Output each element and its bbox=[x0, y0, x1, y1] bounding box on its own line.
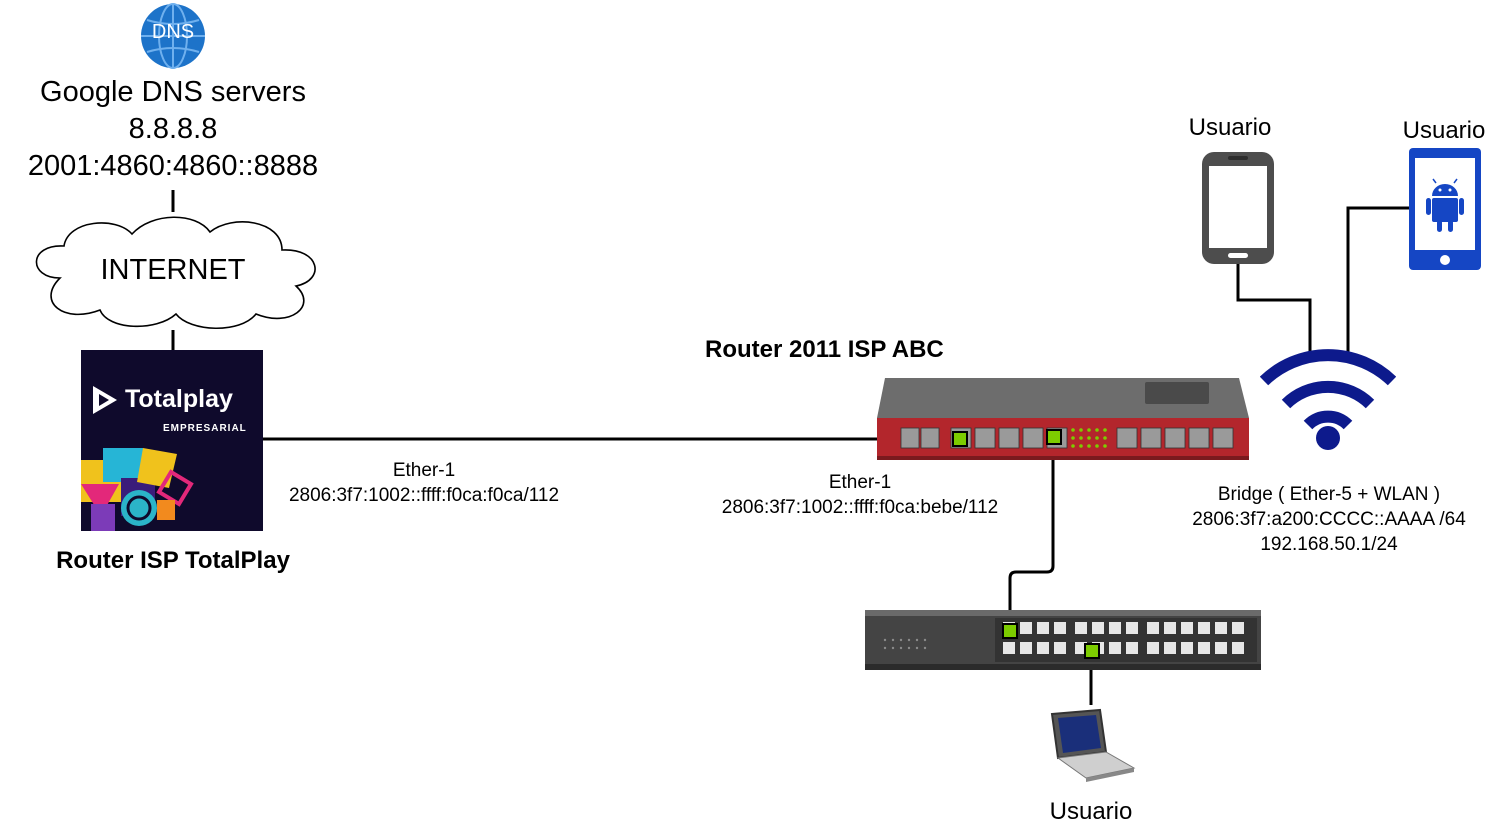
bridge-ipv6: 2806:3f7:a200:CCCC::AAAA /64 bbox=[1192, 509, 1466, 530]
totalplay-mark-icon bbox=[93, 386, 117, 414]
router-abc-iface-label: Ether-1 bbox=[828, 472, 892, 493]
dns-ipv4: 8.8.8.8 bbox=[128, 113, 218, 145]
dns-ipv6: 2001:4860:4860::8888 bbox=[27, 150, 319, 182]
internet-cloud: INTERNET bbox=[20, 210, 336, 332]
totalplay-iface-address: 2806:3f7:1002::ffff:f0ca:f0ca/112 bbox=[288, 485, 560, 506]
router-abc-device bbox=[877, 378, 1249, 460]
android-user-label: Usuario bbox=[1402, 117, 1486, 144]
network-switch bbox=[865, 610, 1261, 670]
dns-globe-icon: DNS bbox=[139, 2, 207, 70]
laptop-icon bbox=[1046, 708, 1136, 782]
phone-to-wifi-line bbox=[1236, 258, 1312, 362]
smartphone-icon bbox=[1202, 152, 1274, 264]
android-phone-icon bbox=[1409, 148, 1481, 270]
wifi-icon bbox=[1259, 345, 1397, 451]
router-abc-iface-address: 2806:3f7:1002::ffff:f0ca:bebe/112 bbox=[721, 497, 999, 518]
dns-icon-label: DNS bbox=[151, 21, 195, 43]
internet-label: INTERNET bbox=[100, 254, 246, 286]
dns-title: Google DNS servers bbox=[40, 76, 306, 108]
totalplay-logo-sub: EMPRESARIAL bbox=[163, 423, 247, 434]
totalplay-router-logo: Totalplay EMPRESARIAL bbox=[81, 350, 263, 531]
android-to-wifi-line bbox=[1346, 206, 1412, 358]
router-abc-title: Router 2011 ISP ABC bbox=[705, 336, 944, 363]
router-to-switch-line bbox=[1008, 436, 1055, 632]
laptop-user-label: Usuario bbox=[1049, 798, 1133, 825]
totalplay-iface-label: Ether-1 bbox=[392, 460, 456, 481]
totalplay-pattern-graphic bbox=[81, 448, 194, 531]
bridge-label: Bridge ( Ether-5 + WLAN ) bbox=[1217, 484, 1441, 505]
totalplay-caption: Router ISP TotalPlay bbox=[56, 547, 290, 574]
phone-user-label: Usuario bbox=[1188, 114, 1272, 141]
bridge-ipv4: 192.168.50.1/24 bbox=[1260, 534, 1398, 555]
totalplay-logo-name: Totalplay bbox=[125, 385, 233, 413]
